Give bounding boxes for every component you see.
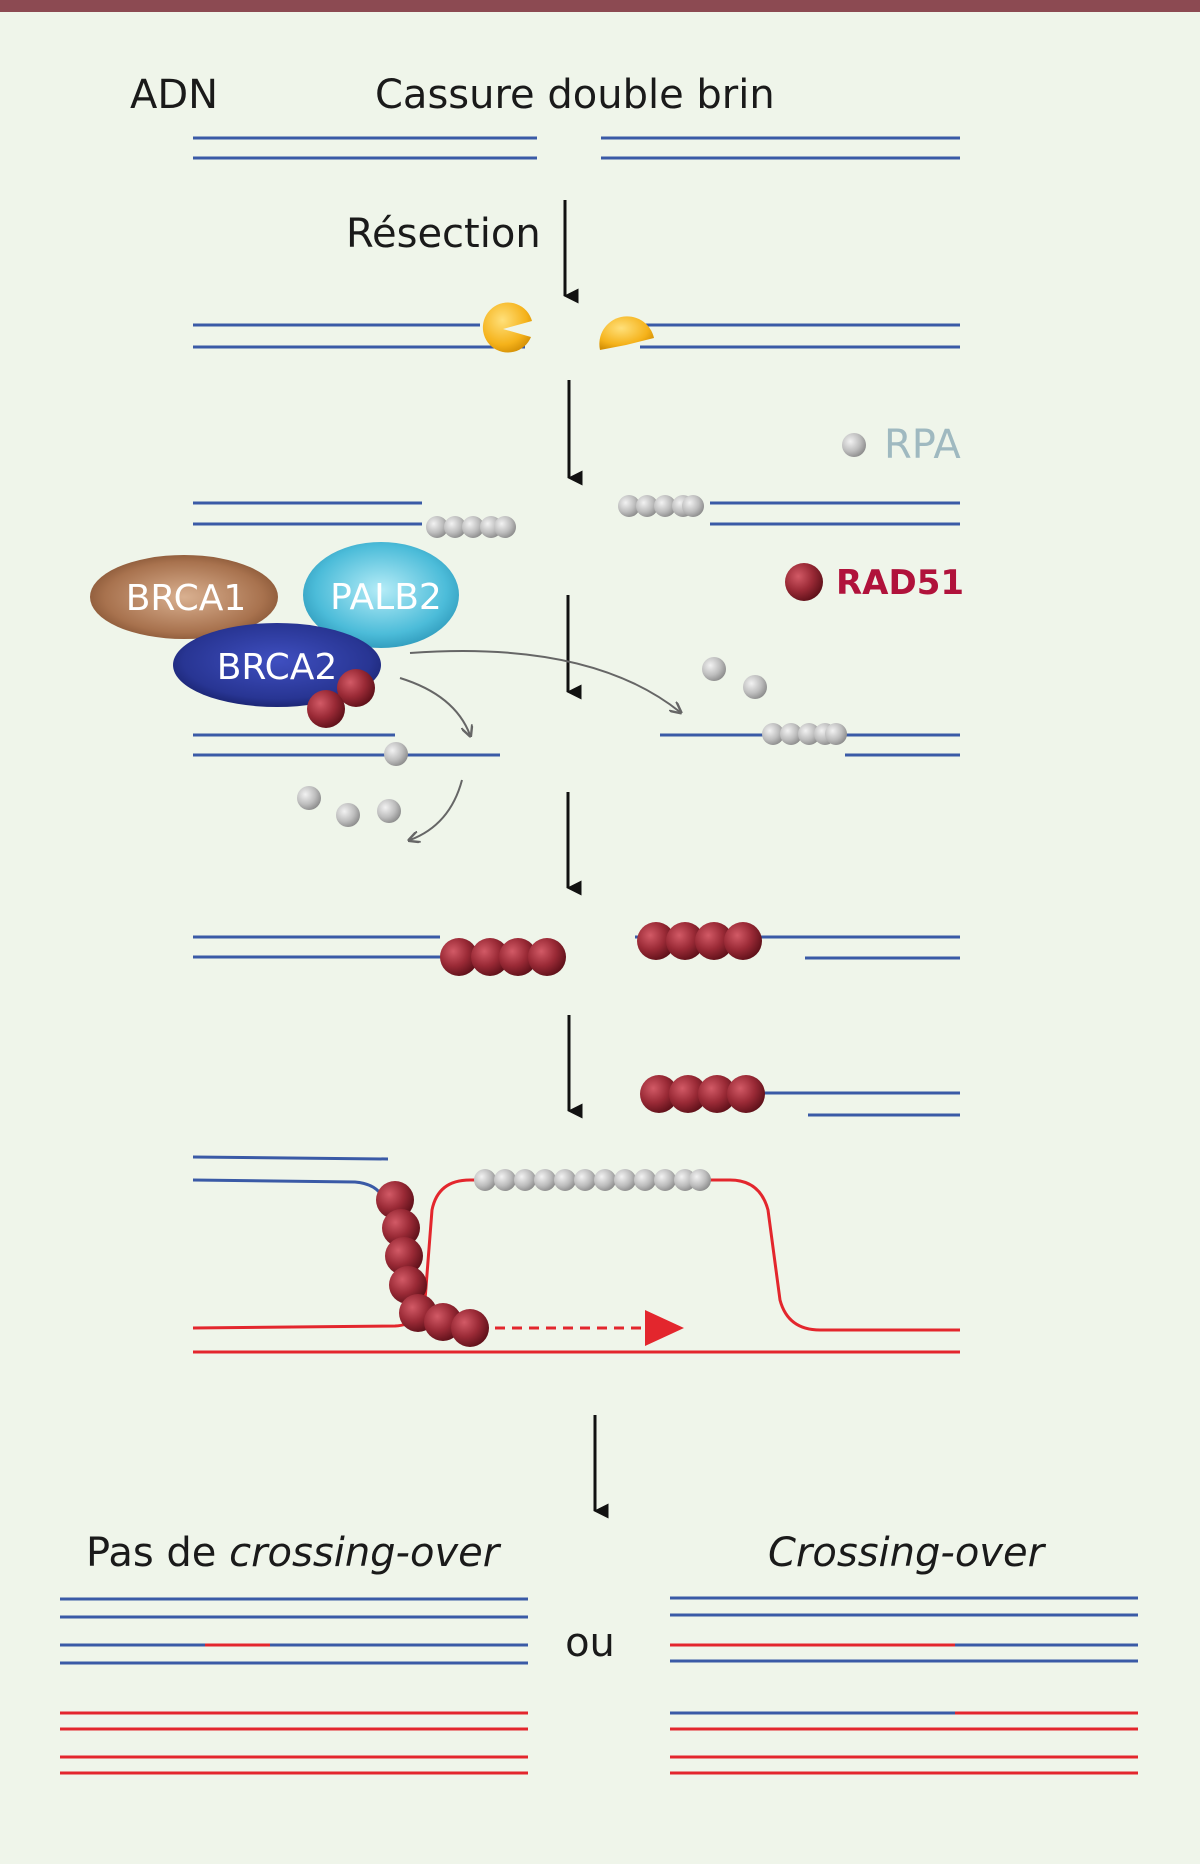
rad51-filament-right xyxy=(637,922,762,960)
exonuclease-right xyxy=(599,316,654,350)
product-no-crossover xyxy=(60,1597,528,1775)
rad51-filament-left xyxy=(440,938,566,976)
rpa-protein-released xyxy=(297,786,321,810)
label-crossover: Crossing-over xyxy=(768,1530,1047,1576)
label-rad51: RAD51 xyxy=(836,563,964,603)
label-rpa: RPA xyxy=(884,422,961,468)
rpa-legend-dot xyxy=(842,433,866,457)
loading-arrow-left xyxy=(399,677,470,735)
label-or: ou xyxy=(565,1620,615,1666)
palb2-protein xyxy=(303,542,459,648)
brca1-protein xyxy=(90,555,278,639)
rad51-on-brca2 xyxy=(337,669,375,707)
rpa-filament-right-remaining xyxy=(762,723,847,745)
rpa-release-arrow xyxy=(410,779,463,840)
dna-rad51-loading xyxy=(193,733,960,757)
dna-rad51-filaments xyxy=(193,935,960,960)
rad51-legend-dot xyxy=(785,563,823,601)
rpa-filament-right xyxy=(618,495,704,517)
label-no-crossover: Pas de crossing-over xyxy=(86,1530,502,1576)
label-brca1: BRCA1 xyxy=(126,578,247,619)
homologous-template xyxy=(192,1178,960,1354)
label-brca2: BRCA2 xyxy=(217,647,338,688)
invading-strand xyxy=(192,1155,389,1201)
rad51-filament-right-end xyxy=(640,1075,765,1113)
top-bar xyxy=(0,0,1200,12)
rpa-protein-released xyxy=(377,799,401,823)
loading-arrow-right xyxy=(409,650,680,712)
label-palb2: PALB2 xyxy=(330,577,442,618)
exonuclease-left xyxy=(482,302,532,353)
dna-resected-duplex xyxy=(193,323,960,349)
rpa-protein-released xyxy=(702,657,726,681)
rpa-displaced-strand xyxy=(474,1169,711,1191)
dna-broken-duplex xyxy=(193,136,960,160)
label-double-strand-break: Cassure double brin xyxy=(375,72,775,118)
label-dna: ADN xyxy=(130,72,218,118)
product-crossover xyxy=(670,1596,1138,1775)
synthesis-arrowhead xyxy=(645,1310,684,1346)
rpa-protein-released xyxy=(336,803,360,827)
rpa-filament-left xyxy=(426,516,516,538)
dna-right-end xyxy=(740,1091,960,1117)
rad51-on-brca2 xyxy=(307,690,345,728)
rpa-protein xyxy=(384,742,408,766)
rad51-invading-filament xyxy=(376,1181,489,1347)
dna-rpa-coated xyxy=(193,501,960,526)
brca2-protein xyxy=(173,623,381,707)
label-resection: Résection xyxy=(346,211,541,257)
rpa-protein-released xyxy=(743,675,767,699)
